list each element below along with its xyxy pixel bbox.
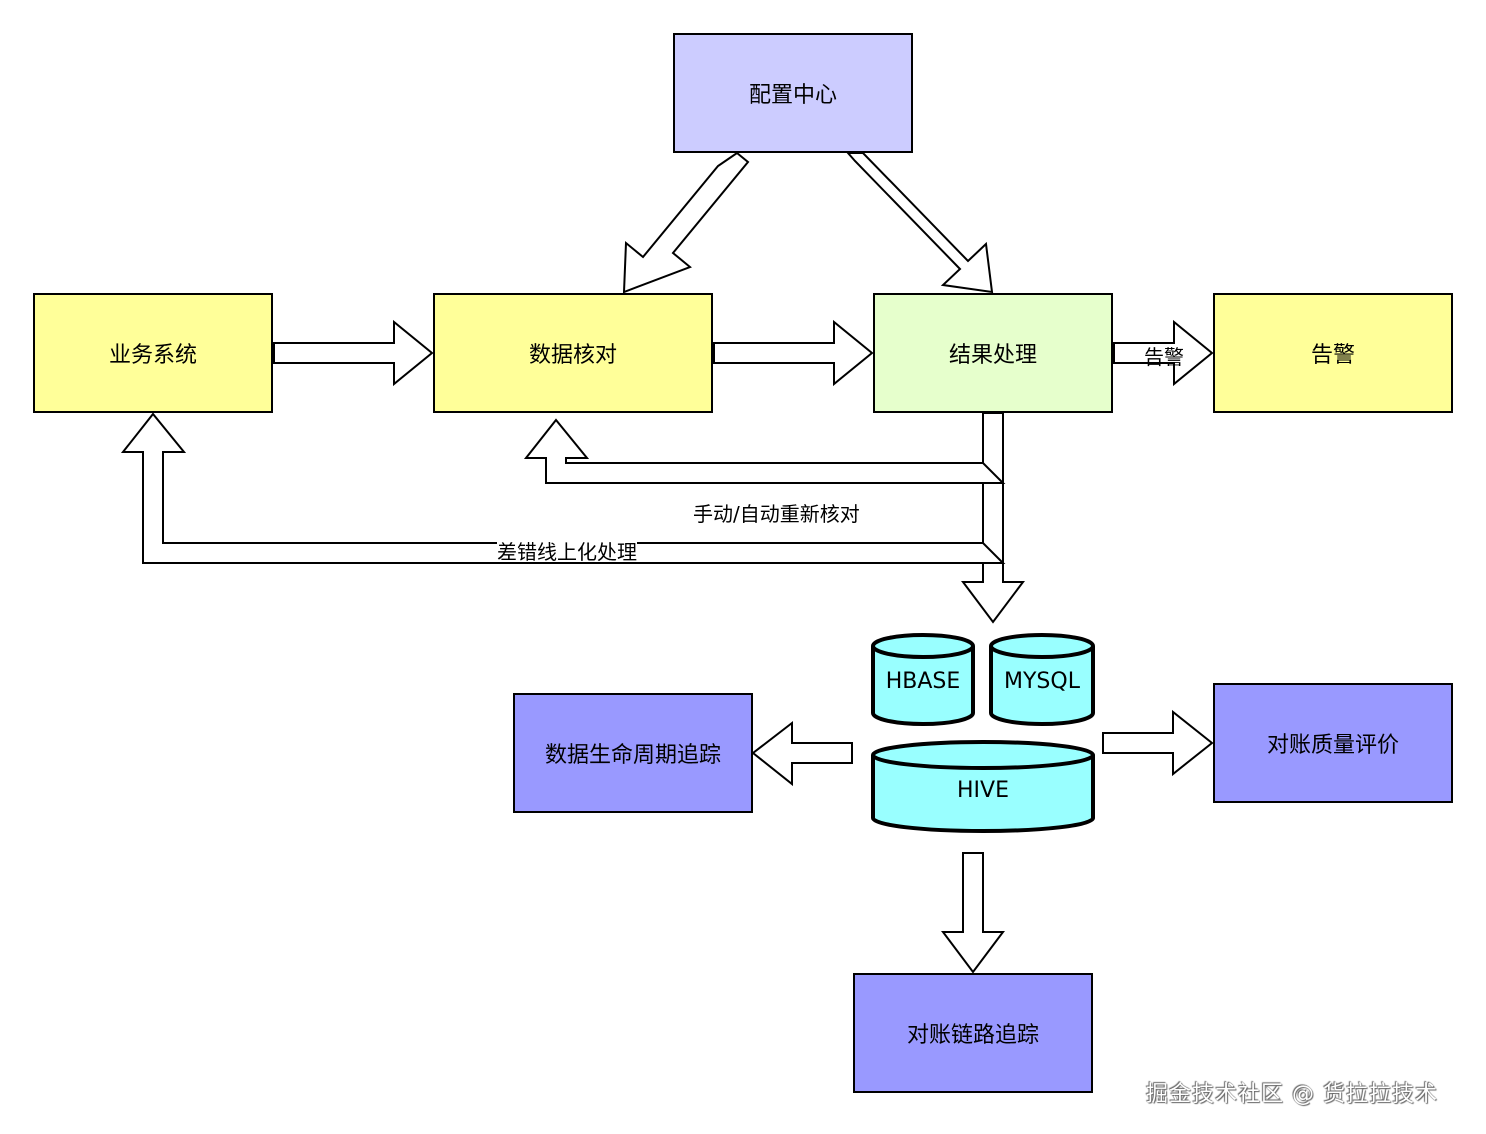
edge-label-fix: 差错线上化处理 bbox=[497, 540, 637, 564]
business-system-node[interactable]: 业务系统 bbox=[33, 293, 273, 413]
hive-label: HIVE bbox=[957, 778, 1009, 803]
arrow-business-to-check bbox=[273, 319, 434, 387]
hbase-database-icon bbox=[871, 633, 975, 726]
data-check-label: 数据核对 bbox=[528, 343, 617, 368]
arrow-to-lifecycle bbox=[751, 720, 853, 787]
result-process-node[interactable]: 结果处理 bbox=[873, 293, 1113, 413]
arrow-to-quality bbox=[1102, 709, 1214, 777]
alarm-node[interactable]: 告警 bbox=[1213, 293, 1453, 413]
data-check-node[interactable]: 数据核对 bbox=[433, 293, 713, 413]
watermark: 掘金技术社区 @ 货拉拉技术 bbox=[1146, 1082, 1438, 1107]
config-center-node[interactable]: 配置中心 bbox=[673, 33, 913, 153]
arrow-result-to-alarm bbox=[1113, 319, 1214, 387]
result-process-label: 结果处理 bbox=[948, 343, 1037, 368]
chain-node[interactable]: 对账链路追踪 bbox=[853, 973, 1093, 1093]
arrow-check-to-result bbox=[713, 319, 874, 387]
arrow-fix bbox=[120, 412, 1006, 564]
mysql-label: MYSQL bbox=[1004, 669, 1081, 694]
hbase-label: HBASE bbox=[886, 669, 961, 694]
arrow-config-to-result bbox=[845, 152, 994, 294]
arrow-recheck bbox=[523, 418, 1006, 484]
alarm-label: 告警 bbox=[1310, 343, 1355, 368]
edge-label-alarm: 告警 bbox=[1144, 345, 1184, 369]
quality-node[interactable]: 对账质量评价 bbox=[1213, 683, 1453, 803]
quality-label: 对账质量评价 bbox=[1266, 733, 1399, 758]
arrow-config-to-check bbox=[622, 151, 750, 294]
mysql-database-icon bbox=[989, 633, 1095, 726]
business-system-label: 业务系统 bbox=[108, 343, 197, 368]
chain-label: 对账链路追踪 bbox=[906, 1023, 1039, 1048]
hive-database-icon bbox=[871, 740, 1095, 833]
arrow-result-to-db bbox=[961, 412, 1025, 624]
lifecycle-label: 数据生命周期追踪 bbox=[544, 743, 721, 768]
config-center-label: 配置中心 bbox=[748, 83, 837, 108]
lifecycle-node[interactable]: 数据生命周期追踪 bbox=[513, 693, 753, 813]
edge-label-recheck: 手动/自动重新核对 bbox=[693, 502, 860, 526]
arrow-to-chain bbox=[941, 852, 1005, 974]
